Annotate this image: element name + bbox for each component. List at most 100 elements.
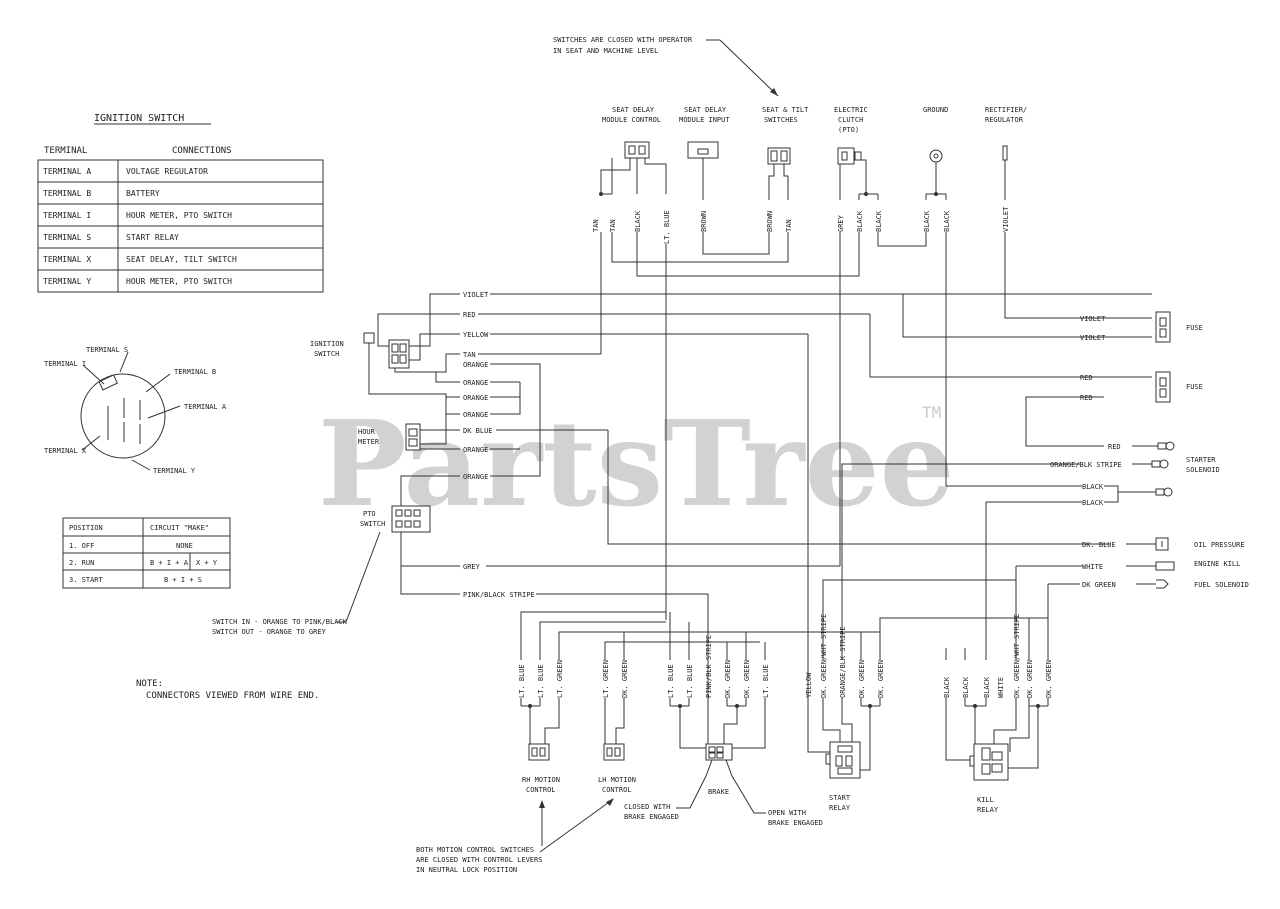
- ring-terminal-black: [1155, 487, 1173, 497]
- position-cell: B + I + S: [164, 576, 202, 584]
- ignition-cell: TERMINAL B: [43, 189, 91, 198]
- svg-text:RECTIFIER/: RECTIFIER/: [985, 106, 1027, 114]
- svg-text:RED: RED: [1080, 394, 1093, 402]
- table-row: TERMINAL Y HOUR METER, PTO SWITCH: [43, 277, 232, 286]
- note-title: NOTE:: [136, 679, 163, 689]
- seat-tilt-label: SEAT & TILT SWITCHES: [762, 106, 809, 124]
- svg-text:BRAKE ENGAGED: BRAKE ENGAGED: [768, 819, 823, 827]
- svg-text:GREY: GREY: [837, 214, 845, 232]
- ignition-header-connections: CONNECTIONS: [172, 146, 232, 156]
- svg-text:BLACK: BLACK: [943, 210, 951, 232]
- ring-terminal-starter: [1151, 459, 1169, 469]
- ignition-cell: HOUR METER, PTO SWITCH: [126, 211, 232, 220]
- ignition-switch-label: IGNITION SWITCH: [310, 340, 344, 358]
- position-cell: 1. OFF: [69, 542, 94, 550]
- table-row: TERMINAL A VOLTAGE REGULATOR: [43, 167, 208, 176]
- svg-text:ORANGE/BLK STRIPE: ORANGE/BLK STRIPE: [839, 626, 847, 698]
- terminal-i-label: TERMINAL I: [44, 360, 86, 368]
- bottom-note: BOTH MOTION CONTROL SWITCHES ARE CLOSED …: [416, 798, 614, 874]
- svg-text:GREY: GREY: [463, 563, 481, 571]
- svg-text:(PTO): (PTO): [838, 126, 859, 134]
- svg-text:DK. GREEN/WHT STRIPE: DK. GREEN/WHT STRIPE: [1013, 614, 1021, 698]
- svg-text:ORANGE: ORANGE: [463, 473, 488, 481]
- svg-text:CONTROL: CONTROL: [526, 786, 556, 794]
- svg-text:BLACK: BLACK: [943, 676, 951, 698]
- svg-text:FUSE: FUSE: [1186, 383, 1203, 391]
- left-wire-labels: VIOLET RED YELLOW TAN ORANGE ORANGE ORAN…: [463, 291, 535, 599]
- svg-text:PTO: PTO: [363, 510, 376, 518]
- svg-text:RED: RED: [1108, 443, 1121, 451]
- svg-text:OIL PRESSURE: OIL PRESSURE: [1194, 541, 1245, 549]
- svg-text:VIOLET: VIOLET: [1080, 334, 1106, 342]
- svg-text:SWITCH IN - ORANGE TO PINK/BLA: SWITCH IN - ORANGE TO PINK/BLACK: [212, 618, 348, 626]
- table-row: 3. START B + I + S: [69, 576, 202, 584]
- svg-text:DK BLUE: DK BLUE: [463, 427, 493, 435]
- svg-text:FUSE: FUSE: [1186, 324, 1203, 332]
- svg-text:DK. GREEN: DK. GREEN: [724, 660, 732, 698]
- clutch-label: ELECTRIC CLUTCH (PTO): [834, 106, 868, 134]
- svg-text:SWITCHES: SWITCHES: [764, 116, 798, 124]
- svg-text:KILL: KILL: [977, 796, 994, 804]
- note-text: CONNECTORS VIEWED FROM WIRE END.: [146, 691, 319, 701]
- terminal-s-label: TERMINAL S: [86, 346, 128, 354]
- position-header: CIRCUIT "MAKE": [150, 524, 209, 532]
- svg-text:RED: RED: [1080, 374, 1093, 382]
- svg-text:TAN: TAN: [463, 351, 476, 359]
- position-header: POSITION: [69, 524, 103, 532]
- ignition-switch-face: [80, 351, 181, 471]
- svg-text:ORANGE: ORANGE: [463, 446, 488, 454]
- svg-text:ARE CLOSED WITH CONTROL LEVERS: ARE CLOSED WITH CONTROL LEVERS: [416, 856, 542, 864]
- rh-motion-label: RH MOTION CONTROL: [522, 776, 560, 794]
- svg-text:PINK/BLK STRIPE: PINK/BLK STRIPE: [705, 635, 713, 698]
- svg-text:LT. GREEN: LT. GREEN: [556, 660, 564, 698]
- table-row: TERMINAL S START RELAY: [43, 233, 179, 242]
- position-cell: NONE: [176, 542, 193, 550]
- svg-text:BLACK: BLACK: [634, 210, 642, 232]
- position-cell: 3. START: [69, 576, 104, 584]
- svg-text:RELAY: RELAY: [829, 804, 851, 812]
- svg-text:HOUR: HOUR: [358, 428, 376, 436]
- svg-text:SEAT DELAY: SEAT DELAY: [684, 106, 727, 114]
- right-wiring: [848, 376, 1160, 585]
- seat-delay-input-connector: [687, 141, 719, 159]
- svg-text:ORANGE: ORANGE: [463, 379, 488, 387]
- svg-text:START: START: [829, 794, 851, 802]
- ignition-cell: TERMINAL I: [43, 211, 91, 220]
- svg-text:LT. BLUE: LT. BLUE: [762, 664, 770, 698]
- svg-text:SEAT DELAY: SEAT DELAY: [612, 106, 655, 114]
- svg-text:PINK/BLACK STRIPE: PINK/BLACK STRIPE: [463, 591, 535, 599]
- svg-text:CONTROL: CONTROL: [602, 786, 632, 794]
- ignition-cell: TERMINAL X: [43, 255, 91, 264]
- rectifier-label: RECTIFIER/ REGULATOR: [985, 106, 1027, 124]
- svg-text:METER: METER: [358, 438, 380, 446]
- table-row: TERMINAL B BATTERY: [43, 189, 160, 198]
- svg-text:CLUTCH: CLUTCH: [838, 116, 863, 124]
- ignition-cell: VOLTAGE REGULATOR: [126, 167, 208, 176]
- ignition-cell: TERMINAL Y: [43, 277, 91, 286]
- svg-text:ORANGE: ORANGE: [463, 411, 488, 419]
- svg-text:DK. GREEN: DK. GREEN: [1026, 660, 1034, 698]
- pto-switch-label: PTO SWITCH: [360, 510, 385, 528]
- svg-text:DK GREEN: DK GREEN: [1082, 581, 1116, 589]
- right-wire-labels: VIOLET VIOLET FUSE RED RED FUSE RED ORAN…: [1050, 315, 1249, 589]
- svg-text:DK. GREEN: DK. GREEN: [743, 660, 751, 698]
- svg-text:LT. BLUE: LT. BLUE: [686, 664, 694, 698]
- svg-text:LT. BLUE: LT. BLUE: [537, 664, 545, 698]
- svg-text:VIOLET: VIOLET: [1002, 206, 1010, 232]
- hour-meter-connector: [405, 423, 421, 451]
- svg-text:WHITE: WHITE: [1082, 563, 1103, 571]
- svg-text:BROWN: BROWN: [700, 211, 708, 232]
- svg-text:SWITCH: SWITCH: [360, 520, 385, 528]
- ignition-cell: SEAT DELAY, TILT SWITCH: [126, 255, 237, 264]
- svg-text:SWITCH: SWITCH: [314, 350, 339, 358]
- open-with-label: OPEN WITH BRAKE ENGAGED: [731, 775, 823, 827]
- seat-delay-control-connector: [624, 141, 650, 159]
- table-row: TERMINAL I HOUR METER, PTO SWITCH: [43, 211, 232, 220]
- lh-motion-label: LH MOTION CONTROL: [598, 776, 636, 794]
- fuse-2: [1155, 371, 1171, 403]
- start-relay-label: START RELAY: [829, 794, 851, 812]
- bottom-wiring: [520, 463, 1049, 781]
- svg-text:DK. GREEN: DK. GREEN: [858, 660, 866, 698]
- svg-text:SEAT & TILT: SEAT & TILT: [762, 106, 809, 114]
- svg-text:DK. BLUE: DK. BLUE: [1082, 541, 1116, 549]
